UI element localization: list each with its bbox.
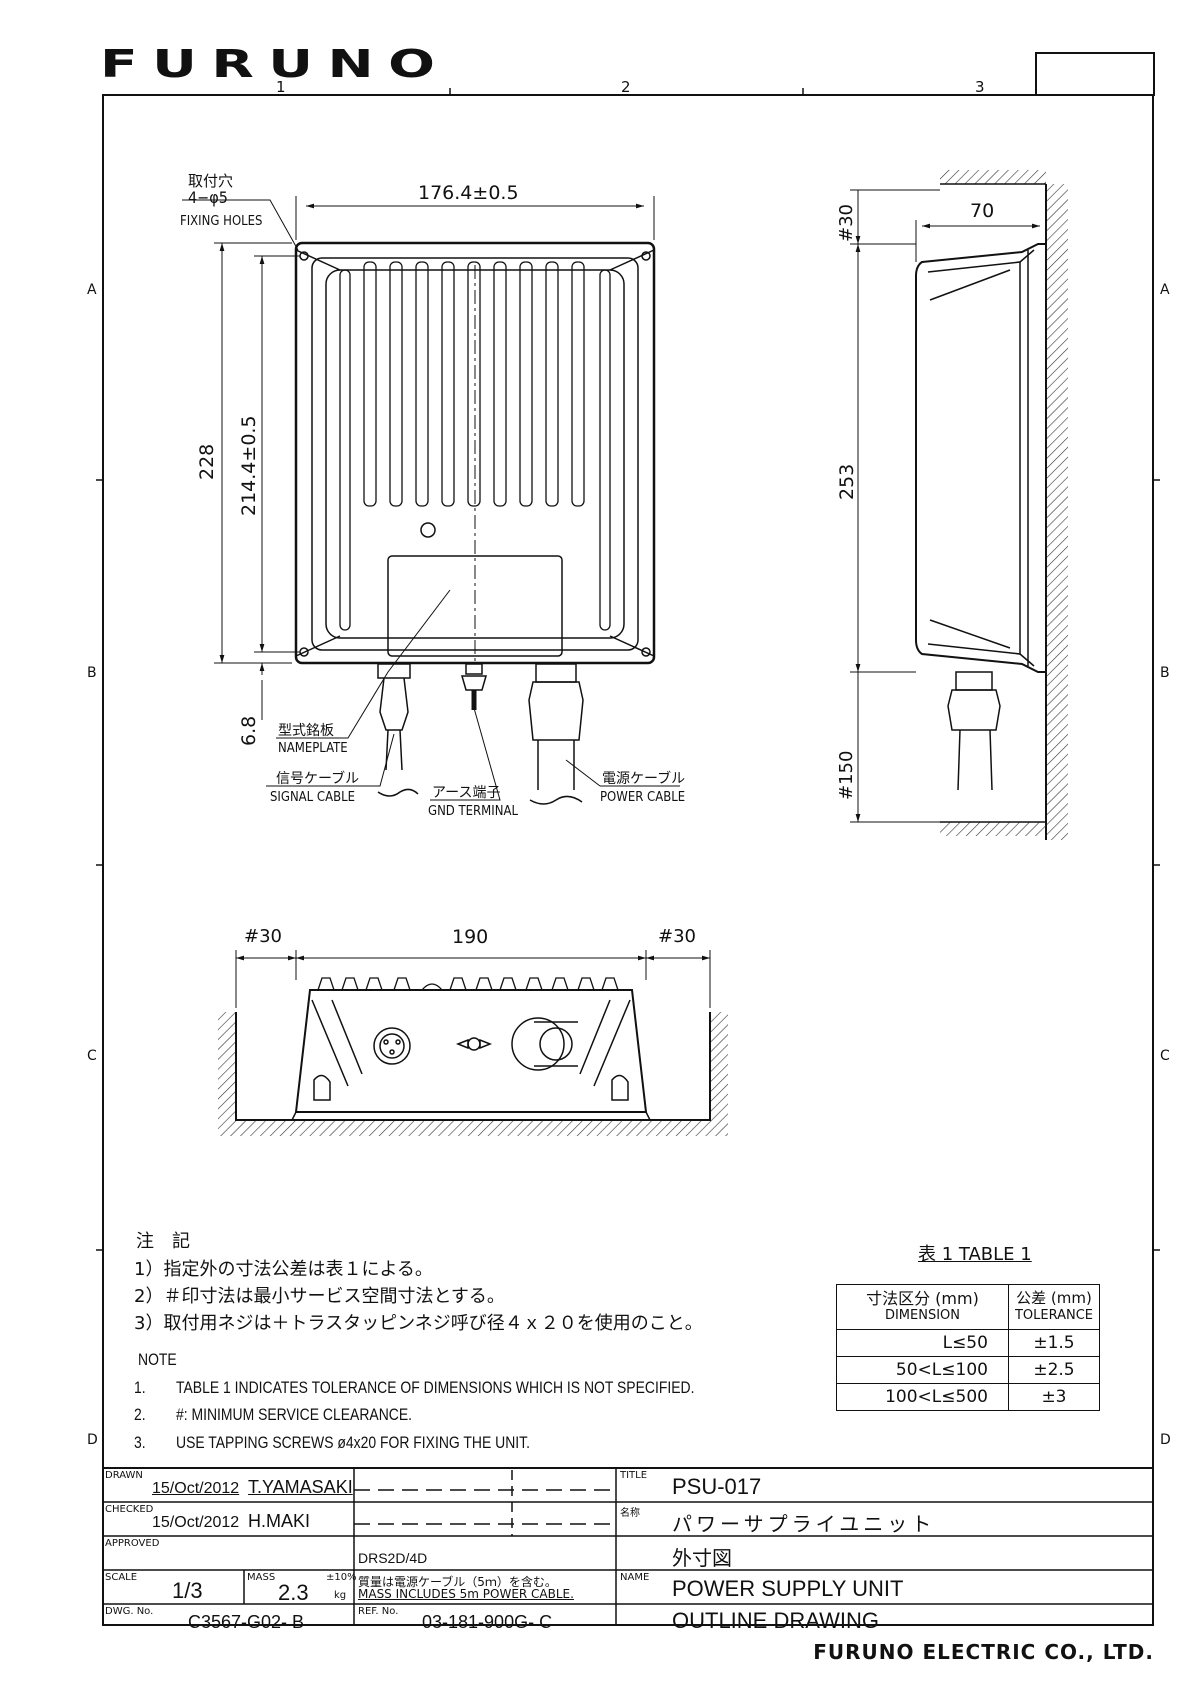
table1-header-dimension: 寸法区分 (mm) DIMENSION xyxy=(836,1284,1009,1330)
bottom-width-dimension: 190 xyxy=(452,926,489,948)
product-name-en: POWER SUPPLY UNIT xyxy=(672,1576,904,1601)
checked-by: H.MAKI xyxy=(248,1511,311,1531)
model-reference: DRS2D/4D xyxy=(358,1550,428,1566)
row-marker-d-left: D xyxy=(87,1432,98,1448)
side-view xyxy=(850,170,1068,840)
table1-tol: ±1.5 xyxy=(1007,1329,1101,1357)
table-row: 100<L≤500 ±3 xyxy=(836,1383,1101,1411)
drawn-by: T.YAMASAKI xyxy=(248,1477,353,1497)
table1-header-tolerance: 公差 (mm) TOLERANCE xyxy=(1007,1284,1101,1330)
gnd-terminal-label-jp: アース端子 xyxy=(432,785,501,801)
nameplate-label-jp: 型式銘板 xyxy=(278,723,334,739)
fixing-holes-spec: 4−φ5 xyxy=(188,188,228,207)
table1-tol: ±2.5 xyxy=(1007,1356,1101,1384)
column-marker-3: 3 xyxy=(975,78,985,96)
row-marker-c-left: C xyxy=(87,1048,97,1064)
scale-value: 1/3 xyxy=(172,1578,203,1603)
drawn-label: DRAWN xyxy=(105,1470,143,1481)
ref-no: 03-181-900G- C xyxy=(422,1612,553,1632)
drawn-date: 15/Oct/2012 xyxy=(152,1480,240,1497)
name-label: NAME xyxy=(620,1572,650,1583)
row-marker-b-right: B xyxy=(1160,665,1170,681)
approved-label: APPROVED xyxy=(105,1538,160,1549)
hole-pitch-dimension: 214.4±0.5 xyxy=(238,415,260,516)
right-clearance-dimension: #30 xyxy=(658,926,696,947)
note-en-1-num: 1. xyxy=(134,1378,146,1397)
fixing-holes-label-jp: 取付穴 xyxy=(188,172,234,190)
column-marker-1: 1 xyxy=(276,78,286,96)
name-jp-label: 名称 xyxy=(620,1508,640,1519)
height-dimension: 228 xyxy=(196,443,218,480)
mass-unit: kg xyxy=(334,1590,347,1601)
scale-label: SCALE xyxy=(105,1572,138,1583)
bottom-view xyxy=(218,950,728,1136)
revision-box xyxy=(1035,52,1155,96)
furuno-logo: FURUNO xyxy=(100,42,450,86)
drawing-title: PSU-017 xyxy=(672,1474,762,1499)
front-view xyxy=(182,196,680,805)
note-jp-1: 1）指定外の寸法公差は表１による。 xyxy=(134,1259,433,1280)
mass-label: MASS xyxy=(247,1572,276,1583)
ref-no-label: REF. No. xyxy=(358,1606,399,1617)
table-row: 50<L≤100 ±2.5 xyxy=(836,1356,1101,1384)
checked-label: CHECKED xyxy=(105,1504,154,1515)
column-marker-2: 2 xyxy=(621,78,631,96)
depth-dimension: 70 xyxy=(970,200,995,222)
mass-note-jp: 質量は電源ケーブル（5ｍ）を含む。 xyxy=(358,1575,557,1589)
outline-drawing-jp: 外寸図 xyxy=(672,1548,732,1570)
mass-tolerance: ±10% xyxy=(326,1572,357,1583)
row-marker-a-right: A xyxy=(1160,282,1170,298)
table1-caption: 表 1 TABLE 1 xyxy=(918,1244,1032,1265)
fixing-holes-label-en: FIXING HOLES xyxy=(180,214,263,229)
note-en-3-num: 3. xyxy=(134,1433,146,1452)
row-marker-d-right: D xyxy=(1160,1432,1171,1448)
signal-cable-label-jp: 信号ケーブル xyxy=(276,771,360,787)
note-en-2-num: 2. xyxy=(134,1405,146,1424)
table1-header-dim-en: DIMENSION xyxy=(884,1308,960,1323)
table1-range: 100<L≤500 xyxy=(836,1383,1009,1411)
note-en-2-text: #: MINIMUM SERVICE CLEARANCE. xyxy=(176,1405,412,1424)
row-marker-c-right: C xyxy=(1160,1048,1170,1064)
notes-jp-title: 注 記 xyxy=(136,1231,190,1252)
table-row: L≤50 ±1.5 xyxy=(836,1329,1101,1357)
product-name-jp: パワーサプライユニット xyxy=(672,1514,936,1536)
table1-tol: ±3 xyxy=(1007,1383,1101,1411)
row-marker-b-left: B xyxy=(87,665,97,681)
width-dimension: 176.4±0.5 xyxy=(418,182,519,204)
outline-drawing-en: OUTLINE DRAWING xyxy=(672,1608,879,1633)
power-cable-label-jp: 電源ケーブル xyxy=(602,771,686,787)
note-en-1-text: TABLE 1 INDICATES TOLERANCE OF DIMENSION… xyxy=(176,1378,695,1397)
nameplate-label-en: NAMEPLATE xyxy=(278,741,348,756)
bottom-clearance-dimension: #150 xyxy=(836,750,857,800)
power-cable-label-en: POWER CABLE xyxy=(600,790,686,805)
left-clearance-dimension: #30 xyxy=(244,926,282,947)
dwg-no: C3567-G02- B xyxy=(188,1612,305,1632)
table1-header-tol-en: TOLERANCE xyxy=(1014,1308,1093,1323)
note-en-3-text: USE TAPPING SCREWS ø4x20 FOR FIXING THE … xyxy=(176,1433,530,1452)
table1-range: 50<L≤100 xyxy=(836,1356,1009,1384)
table1-header-tol-jp: 公差 (mm) xyxy=(1016,1289,1092,1307)
company-name: FURUNO ELECTRIC CO., LTD. xyxy=(813,1640,1154,1664)
tolerance-table: 寸法区分 (mm) DIMENSION 公差 (mm) TOLERANCE L≤… xyxy=(836,1284,1101,1411)
mass-note-en: MASS INCLUDES 5m POWER CABLE. xyxy=(358,1587,574,1601)
signal-cable-label-en: SIGNAL CABLE xyxy=(270,790,356,805)
checked-date: 15/Oct/2012 xyxy=(152,1514,240,1531)
table1-range: L≤50 xyxy=(836,1329,1009,1357)
title-label: TITLE xyxy=(620,1470,648,1481)
note-jp-2: 2）＃印寸法は最小サービス空間寸法とする。 xyxy=(134,1286,505,1307)
notes-en-title: NOTE xyxy=(138,1350,177,1369)
top-clearance-dimension: #30 xyxy=(836,204,857,242)
drawing-frame xyxy=(102,94,1154,1626)
side-height-dimension: 253 xyxy=(836,463,858,500)
table1-header-dim-jp: 寸法区分 (mm) xyxy=(866,1289,979,1308)
gnd-terminal-label-en: GND TERMINAL xyxy=(428,804,518,819)
bottom-offset-dimension: 6.8 xyxy=(238,715,260,746)
dwg-no-label: DWG. No. xyxy=(105,1606,154,1617)
note-jp-3: 3）取付用ネジは＋トラスタッピンネジ呼び径４ｘ２０を使用のこと。 xyxy=(134,1313,703,1334)
mass-value: 2.3 xyxy=(278,1580,309,1605)
row-marker-a-left: A xyxy=(87,282,97,298)
